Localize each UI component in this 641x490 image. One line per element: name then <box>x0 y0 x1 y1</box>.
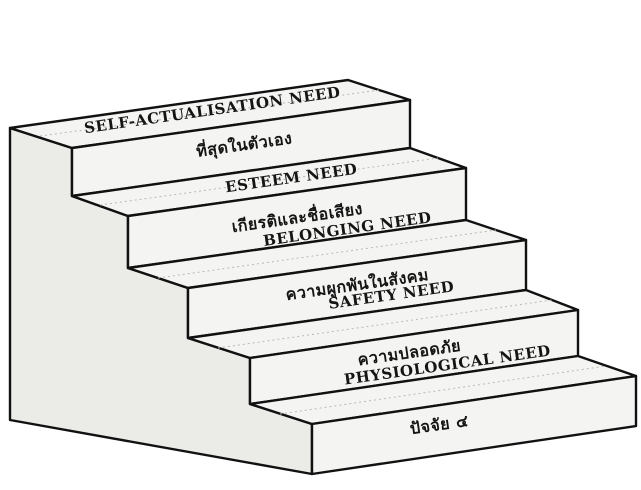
staircase-diagram: SELF-ACTUALISATION NEED ESTEEM NEED BELO… <box>0 0 641 490</box>
